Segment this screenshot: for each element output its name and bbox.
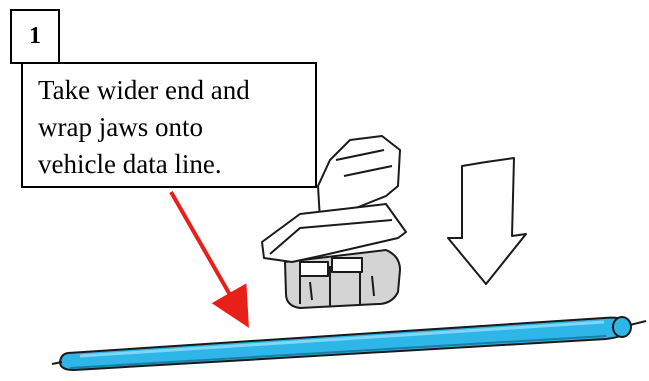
connector-clip bbox=[261, 135, 407, 309]
instruction-line-2: wrap jaws onto bbox=[38, 112, 203, 142]
red-pointer-arrow bbox=[169, 191, 249, 328]
hollow-down-arrow-icon bbox=[447, 157, 527, 285]
step-number: 1 bbox=[29, 23, 41, 49]
vehicle-data-line bbox=[51, 316, 647, 372]
step-number-badge: 1 bbox=[10, 9, 60, 64]
instruction-callout: Take wider end and wrap jaws onto vehicl… bbox=[21, 62, 317, 188]
instruction-line-1: Take wider end and bbox=[38, 75, 250, 105]
instruction-line-3: vehicle data line. bbox=[38, 149, 222, 179]
